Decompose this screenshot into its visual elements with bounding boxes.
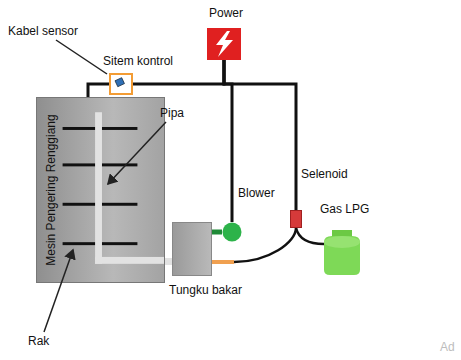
wire-connector: [212, 232, 222, 233]
watermark-text: Ad: [440, 340, 455, 354]
control-box: Sitem kontrol: [109, 73, 133, 95]
blower-circle: Blower: [222, 222, 242, 242]
connector-stroke: [212, 230, 222, 235]
shape-art: [111, 75, 131, 93]
lpg-cylinder: Gas LPG: [318, 226, 366, 276]
part-label: Kabel sensor: [8, 24, 78, 38]
connector-stroke: [88, 84, 109, 97]
connector-stroke: [224, 60, 296, 210]
part-label: Pipa: [160, 106, 184, 120]
shape-art: [207, 28, 241, 60]
node-label: Gas LPG: [320, 202, 369, 216]
connector-stroke: [234, 228, 296, 262]
node-label: Mesin Pengering Renggiang: [44, 114, 58, 265]
node-label: Selenoid: [301, 167, 348, 181]
wire-connector: [224, 60, 296, 210]
node-label: Power: [209, 6, 243, 20]
shape-art: [318, 226, 366, 276]
dryer-machine: Mesin Pengering Renggiang: [36, 97, 165, 283]
node-label: Blower: [238, 186, 275, 200]
solenoid-valve: Selenoid: [290, 210, 302, 228]
wire-connector: [88, 84, 109, 97]
burner-box: Tungku bakar: [172, 222, 212, 276]
node-label: Sitem kontrol: [103, 54, 173, 68]
connector-stroke: [296, 228, 324, 244]
power-box: Power: [207, 28, 241, 60]
leader-line: [56, 40, 107, 74]
pipe-connector: [165, 261, 172, 262]
part-label: Rak: [28, 334, 49, 348]
hose-connector: [296, 228, 324, 244]
connector-stroke: [212, 260, 234, 264]
node-label: Tungku bakar: [169, 283, 242, 297]
shape-art: [222, 222, 242, 242]
connector-stroke: [165, 258, 172, 265]
